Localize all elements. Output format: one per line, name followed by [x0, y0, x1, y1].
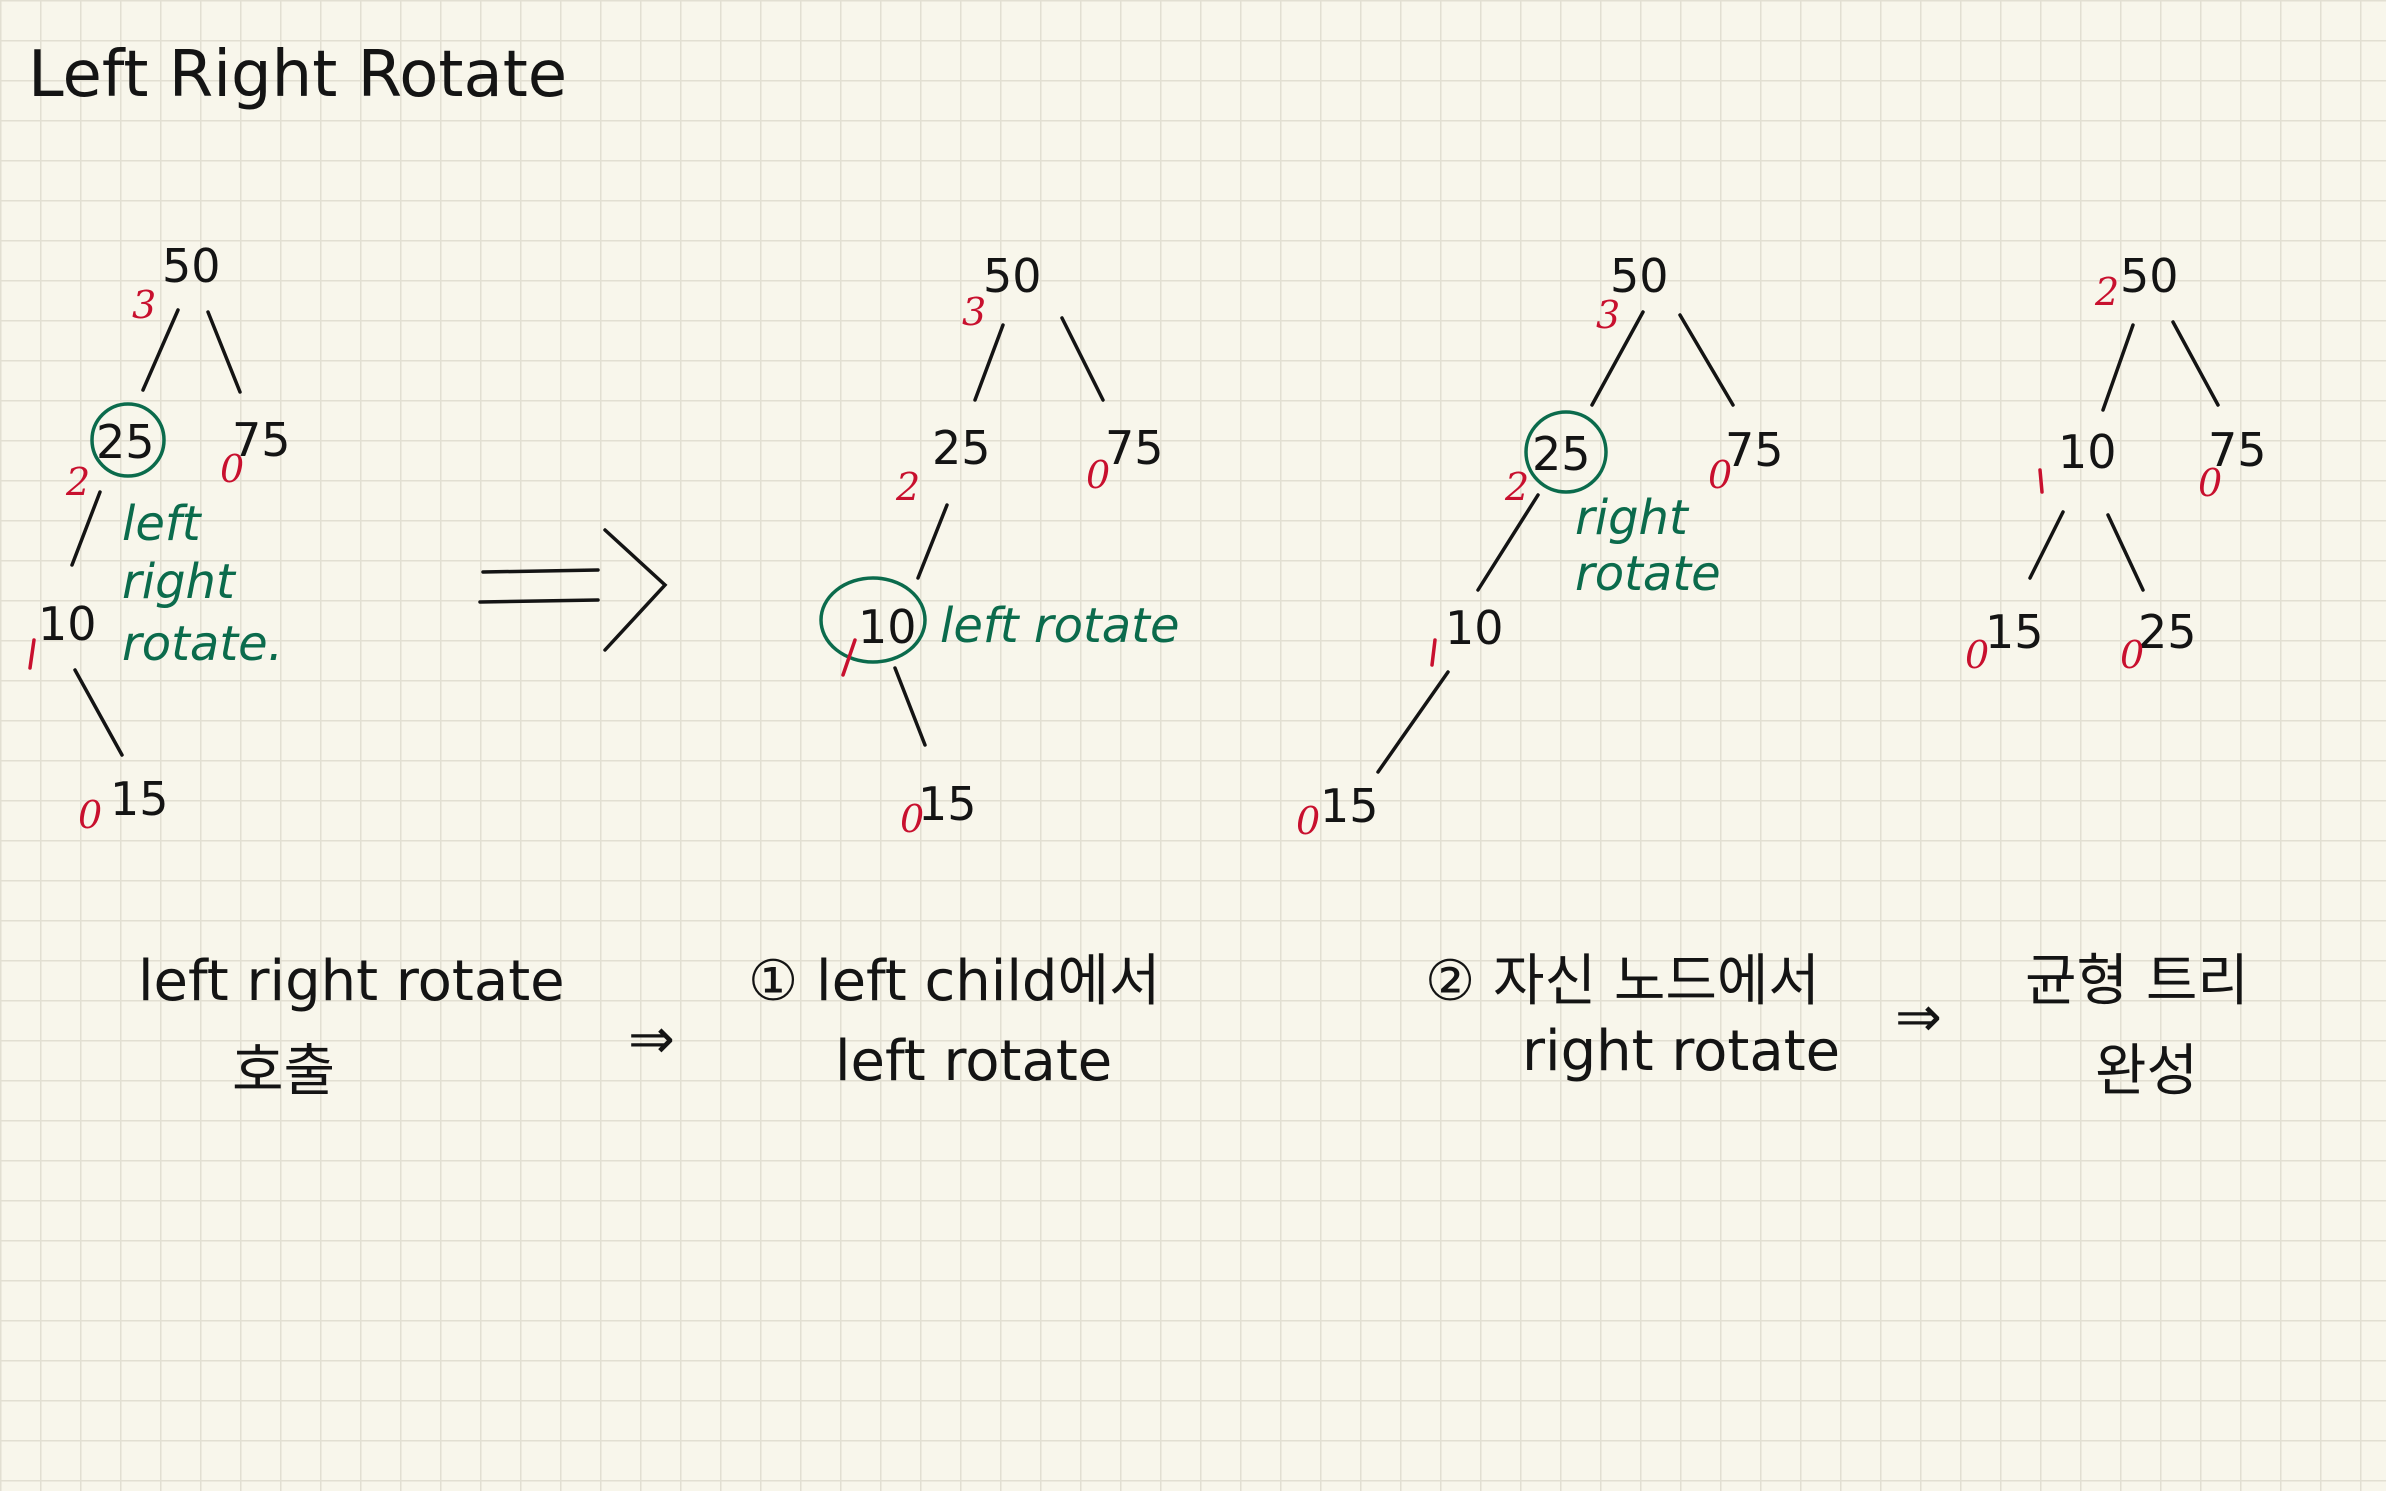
tree-balanced: 50 2 10 75 0 15 0 25 0	[1965, 249, 2267, 677]
page-title: Left Right Rotate	[28, 38, 567, 112]
balance-25: 0	[2120, 633, 2144, 677]
balance-25: 2	[895, 465, 920, 509]
big-arrow	[478, 528, 668, 652]
balance-15: 0	[900, 797, 924, 841]
node-label-10: 10	[38, 597, 97, 651]
note-line-2: right	[122, 554, 237, 610]
small-arrow-1: ⇒	[628, 1007, 675, 1072]
edge-50-75	[206, 310, 242, 394]
node-label-75: 75	[2208, 423, 2267, 477]
node-label-25: 25	[932, 421, 991, 475]
edge-25-10	[1476, 493, 1540, 592]
node-label-10: 10	[1445, 601, 1504, 655]
balance-10-tick	[1430, 638, 1437, 667]
node-label-10: 10	[2058, 425, 2117, 479]
node-label-25: 25	[1532, 427, 1591, 481]
balance-75: 0	[2198, 461, 2222, 505]
node-label-75: 75	[1725, 423, 1784, 477]
note-line-1: left rotate	[940, 598, 1180, 654]
balance-25: 2	[1504, 465, 1529, 509]
caption-1-line-1: left right rotate	[138, 949, 565, 1014]
node-label-75: 75	[1105, 421, 1164, 475]
balance-15: 0	[1296, 799, 1320, 843]
caption-4-line-2: 완성	[2095, 1039, 2198, 1104]
node-label-15: 15	[110, 772, 169, 826]
balance-50: 3	[132, 283, 156, 327]
edge-50-75	[1060, 316, 1105, 402]
node-label-50: 50	[983, 249, 1042, 303]
balance-50: 2	[2094, 270, 2119, 314]
node-label-50: 50	[162, 239, 221, 293]
balance-10-tick	[2038, 468, 2044, 494]
edge-50-25	[973, 323, 1005, 402]
tree-before-right-rotate-step: 50 3 25 2 75 0 10 15 0 right rotate	[1296, 249, 1784, 843]
balance-15: 0	[78, 793, 102, 837]
tree-after-left-rotate-step: 50 3 25 2 75 0 10 left rotate 15 0	[819, 249, 1180, 841]
caption-row: left right rotate 호출 ⇒ ① left child에서 le…	[138, 949, 2249, 1104]
node-label-50: 50	[2120, 249, 2179, 303]
note-line-1: right	[1575, 490, 1690, 546]
caption-2-line-2: left rotate	[835, 1029, 1112, 1094]
edge-10-25	[2106, 513, 2145, 592]
highlight-ring-10	[819, 576, 927, 664]
edge-25-10	[70, 490, 102, 567]
edge-50-75	[2171, 320, 2220, 407]
note-line-2: rotate	[1575, 546, 1721, 602]
small-arrow-2: ⇒	[1895, 985, 1942, 1050]
balance-75: 0	[220, 447, 244, 491]
note-line-3: rotate.	[122, 616, 283, 672]
node-label-25: 25	[96, 415, 155, 469]
node-label-50: 50	[1610, 249, 1669, 303]
node-label-15: 15	[1985, 605, 2044, 659]
node-label-10: 10	[858, 600, 917, 654]
balance-15: 0	[1965, 633, 1989, 677]
edge-25-10	[916, 503, 949, 580]
caption-3-line-2: right rotate	[1522, 1019, 1840, 1084]
note-line-1: left	[122, 496, 203, 552]
balance-50: 3	[962, 290, 986, 334]
caption-2-line-1: ① left child에서	[748, 949, 1161, 1014]
highlight-ring-25	[90, 402, 166, 478]
balance-75: 0	[1086, 453, 1110, 497]
caption-1-line-2: 호출	[232, 1039, 335, 1104]
tree-initial: 50 3 25 2 75 0 10 15 0 left right rotate…	[28, 239, 291, 837]
edge-50-10	[2101, 323, 2135, 412]
node-label-15: 15	[1320, 779, 1379, 833]
edge-50-25	[1590, 310, 1645, 407]
edge-10-15	[1376, 670, 1450, 774]
node-label-25: 25	[2138, 605, 2197, 659]
caption-4-line-1: 균형 트리	[2025, 949, 2249, 1014]
highlight-ring-25	[1524, 410, 1608, 494]
balance-25: 2	[65, 460, 90, 504]
edge-10-15	[73, 668, 124, 757]
edge-10-15	[893, 666, 927, 747]
balance-10-tick	[841, 638, 857, 677]
edge-50-25	[141, 308, 180, 392]
balance-75: 0	[1708, 453, 1732, 497]
edge-50-75	[1678, 313, 1735, 407]
node-label-15: 15	[918, 777, 977, 831]
balance-50: 3	[1596, 293, 1620, 337]
node-label-75: 75	[232, 413, 291, 467]
caption-3-line-1: ② 자신 노드에서	[1425, 949, 1820, 1014]
balance-10-tick	[28, 638, 36, 670]
edge-10-15	[2028, 510, 2065, 580]
